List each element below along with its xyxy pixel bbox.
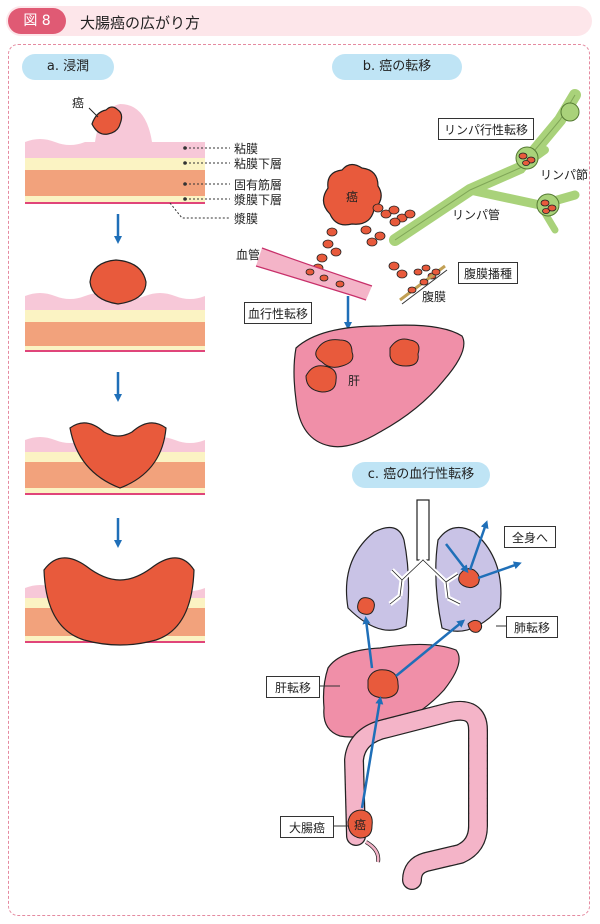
liver-metastasis-box: 肝転移 (266, 676, 320, 698)
lung-metastasis-box: 肺転移 (506, 616, 558, 638)
trachea (416, 499, 430, 561)
lymphatic-tree (389, 89, 581, 246)
tumor-stage-4 (43, 557, 195, 646)
colon (344, 700, 488, 890)
peritoneum-line (399, 264, 448, 305)
blood-vessel-label: 血管 (236, 248, 261, 262)
panel-b-tumor-label: 癌 (346, 190, 359, 204)
layer-subserosa-label: 漿膜下層 (234, 193, 283, 207)
arrow-c-liver-lung-right (395, 619, 466, 677)
liver-b-label: 肝 (348, 374, 361, 388)
muscle-layer (25, 170, 205, 196)
figure-number: 図 8 (8, 8, 66, 34)
liver-b (293, 324, 465, 448)
blood-vessel (255, 247, 373, 301)
lymph-node-2 (560, 102, 580, 122)
panel-c-title: c. 癌の血行性転移 (352, 462, 490, 488)
tumor-stage-1 (91, 106, 123, 135)
lymph-vessel-label: リンパ管 (452, 208, 501, 222)
layer-submucosa-label: 粘膜下層 (234, 157, 283, 171)
panel-a-tumor-label: 癌 (72, 96, 85, 110)
peritoneum-label: 腹膜 (422, 290, 447, 304)
tumor-cells (312, 203, 437, 280)
layer-mucosa-label: 粘膜 (234, 142, 259, 156)
peritoneal-dissemination-box: 腹膜播種 (458, 262, 518, 284)
tumor-stage-3 (69, 422, 167, 489)
panel-a-stage-3 (25, 422, 205, 495)
figure-frame (8, 44, 590, 916)
arrow-c-colon-liver (360, 696, 384, 809)
panel-a-stage-1 (25, 104, 230, 219)
panel-c-tumor-label: 癌 (354, 818, 367, 832)
submucosa-layer (25, 158, 205, 170)
subserosa-layer (25, 196, 205, 202)
layer-muscle-label: 固有筋層 (234, 178, 283, 192)
layer-serosa-label: 漿膜 (234, 212, 259, 226)
arrow-c-lung-internal (445, 543, 469, 574)
hematogenous-box: 血行性転移 (244, 302, 312, 324)
arrow-c-lung-body-right (477, 561, 522, 580)
arrow-c-lung-body-up (468, 520, 489, 571)
colon-cancer-box: 大腸癌 (280, 816, 334, 838)
primary-tumor-b (322, 163, 382, 226)
liver-c (322, 643, 460, 738)
figure-title: 大腸癌の広がり方 (80, 14, 201, 32)
panel-a-title: a. 浸潤 (22, 54, 114, 80)
arrow-c-liver-lung-left (362, 616, 374, 669)
panel-a-stage-4 (25, 557, 205, 646)
lymph-node-label: リンパ節 (540, 168, 589, 182)
lungs (345, 499, 502, 633)
panel-a-stage-2 (25, 259, 205, 352)
tumor-stage-2 (89, 259, 147, 305)
lymph-metastasis-box: リンパ行性転移 (438, 118, 534, 140)
whole-body-box: 全身へ (504, 526, 556, 548)
panel-b-title: b. 癌の転移 (332, 54, 462, 80)
lymph-node-1 (515, 146, 539, 170)
figure-header-bar (6, 6, 592, 36)
